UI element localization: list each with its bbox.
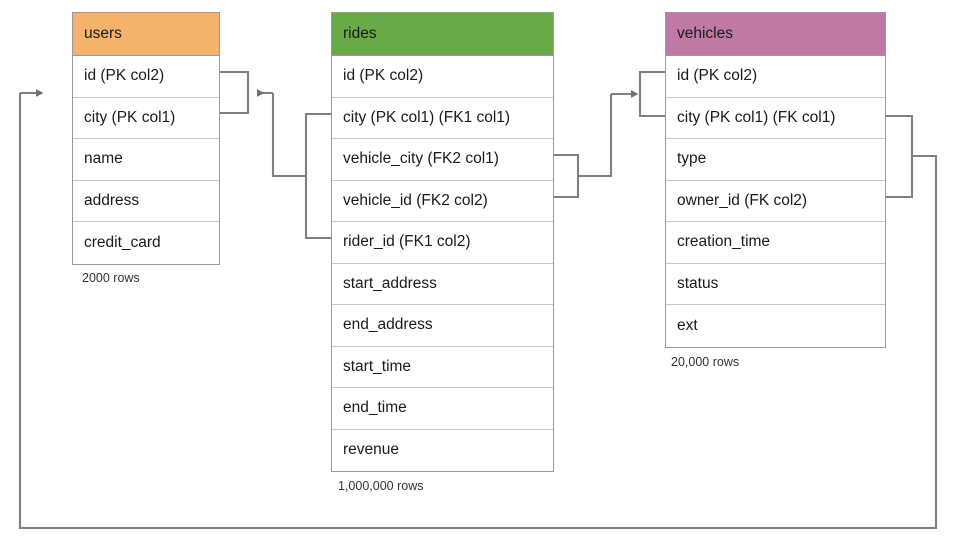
table-rides-column-revenue[interactable]: revenue [332, 429, 553, 471]
table-rides-column-end-time[interactable]: end_time [332, 388, 553, 430]
connector-rides-fk2-to-vehicles [554, 90, 639, 199]
table-rides-header: rides [332, 13, 553, 56]
table-rides-column-vehicle-id[interactable]: vehicle_id (FK2 col2) [332, 180, 553, 222]
table-rides-column-id[interactable]: id (PK col2) [332, 56, 553, 98]
table-rides-column-end-address[interactable]: end_address [332, 305, 553, 347]
table-vehicles-column-status[interactable]: status [666, 263, 885, 305]
table-users-column-city[interactable]: city (PK col1) [73, 97, 219, 139]
table-vehicles-column-city[interactable]: city (PK col1) (FK col1) [666, 97, 885, 139]
table-rides-column-start-address[interactable]: start_address [332, 263, 553, 305]
table-rides-row-count: 1,000,000 rows [338, 479, 424, 493]
table-rides-column-city[interactable]: city (PK col1) (FK1 col1) [332, 97, 553, 139]
connector-vehicles-bracket [638, 70, 665, 118]
table-rides-column-vehicle-city[interactable]: vehicle_city (FK2 col1) [332, 139, 553, 181]
table-vehicles-row-count: 20,000 rows [671, 355, 740, 369]
table-users-column-credit-card[interactable]: credit_card [73, 222, 219, 264]
connector-users-bracket [220, 70, 250, 115]
table-vehicles-column-ext[interactable]: ext [666, 305, 885, 347]
table-rides[interactable]: rides id (PK col2) city (PK col1) (FK1 c… [331, 12, 554, 472]
table-vehicles-header: vehicles [666, 13, 885, 56]
table-users-column-name[interactable]: name [73, 139, 219, 181]
table-users-column-id[interactable]: id (PK col2) [73, 56, 219, 98]
table-rides-column-start-time[interactable]: start_time [332, 346, 553, 388]
table-vehicles-column-type[interactable]: type [666, 139, 885, 181]
table-users-row-count: 2000 rows [82, 271, 140, 285]
table-vehicles-column-creation-time[interactable]: creation_time [666, 222, 885, 264]
table-users-header: users [73, 13, 219, 56]
table-users-column-address[interactable]: address [73, 180, 219, 222]
table-vehicles[interactable]: vehicles id (PK col2) city (PK col1) (FK… [665, 12, 886, 348]
table-vehicles-column-owner-id[interactable]: owner_id (FK col2) [666, 180, 885, 222]
connector-vehicles-fk-to-users [18, 89, 938, 530]
table-users[interactable]: users id (PK col2) city (PK col1) name a… [72, 12, 220, 265]
table-rides-column-rider-id[interactable]: rider_id (FK1 col2) [332, 222, 553, 264]
table-vehicles-column-id[interactable]: id (PK col2) [666, 56, 885, 98]
connector-rides-fk1-to-users [257, 89, 331, 240]
